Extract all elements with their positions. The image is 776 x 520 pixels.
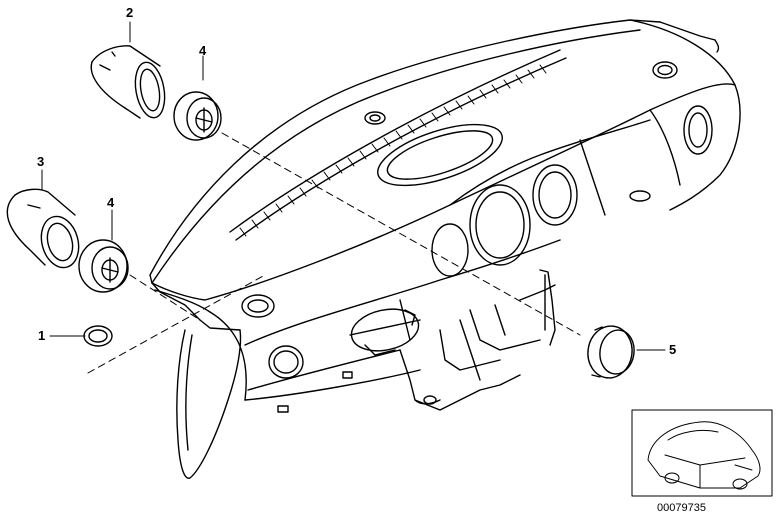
- callout-4-lower: 4: [107, 195, 115, 210]
- air-vent-part-2: [90, 45, 166, 119]
- callout-1: 1: [38, 328, 46, 343]
- dashboard-panel: [149, 19, 741, 479]
- leader-lines: [87, 132, 581, 374]
- callout-5: 5: [669, 342, 677, 357]
- ring-part-5: [587, 325, 635, 379]
- callout-2: 2: [126, 5, 134, 20]
- callout-4-top: 4: [199, 43, 207, 58]
- callout-3: 3: [37, 154, 45, 169]
- grommet-part-1: [83, 325, 113, 347]
- round-nozzle-part-4-top: [173, 91, 222, 141]
- vehicle-location-inset: [631, 409, 773, 497]
- air-vent-part-3: [6, 188, 80, 269]
- document-number: 00079735: [657, 502, 706, 514]
- callout-lines: [41, 21, 666, 351]
- round-nozzle-part-4-lower: [78, 239, 129, 293]
